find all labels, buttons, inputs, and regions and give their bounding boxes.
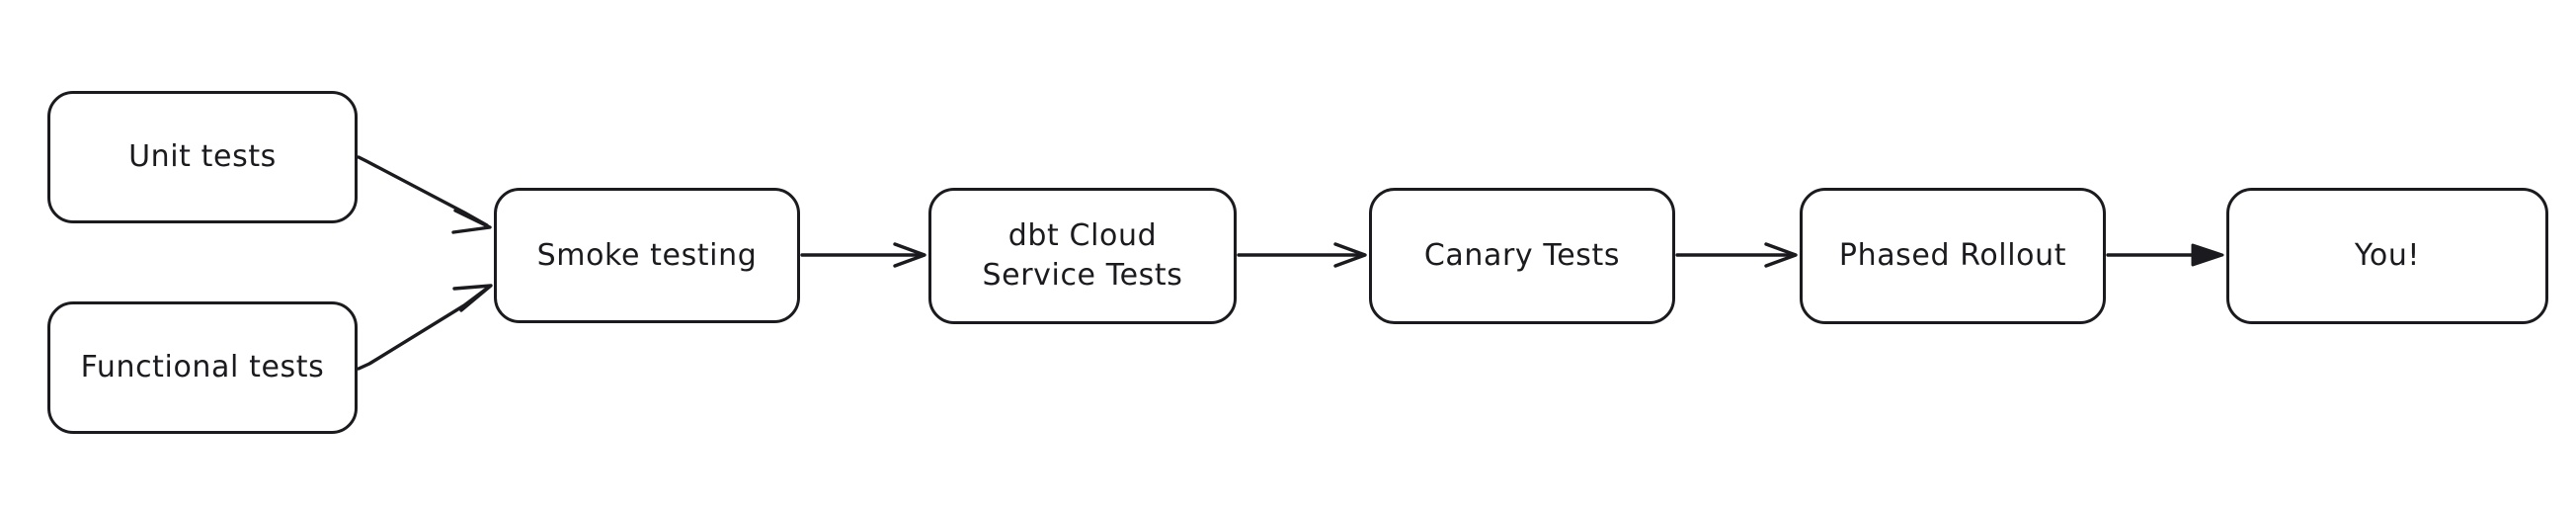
node-label-unit-tests: Unit tests <box>128 139 277 175</box>
node-phased-rollout[interactable]: Phased Rollout <box>1800 188 2106 324</box>
node-label-smoke-testing: Smoke testing <box>536 237 758 273</box>
node-label-dbt-cloud-service-tests: dbt Cloud Service Tests <box>982 218 1183 293</box>
node-you[interactable]: You! <box>2226 188 2548 324</box>
node-label-functional-tests: Functional tests <box>80 350 325 385</box>
node-canary-tests[interactable]: Canary Tests <box>1369 188 1675 324</box>
edge-smoke-to-dbt <box>800 242 926 268</box>
node-label-you: You! <box>2354 238 2421 274</box>
edge-unit-to-smoke <box>357 155 492 234</box>
node-label-phased-rollout: Phased Rollout <box>1838 238 2067 274</box>
node-smoke-testing[interactable]: Smoke testing <box>494 188 800 323</box>
node-label-canary-tests: Canary Tests <box>1423 238 1621 274</box>
edge-phased-to-you <box>2106 243 2224 267</box>
node-dbt-cloud-service-tests[interactable]: dbt Cloud Service Tests <box>928 188 1237 324</box>
edge-functional-to-smoke <box>357 284 493 371</box>
edge-canary-to-phased <box>1675 242 1798 268</box>
edge-dbt-to-canary <box>1237 242 1367 268</box>
node-functional-tests[interactable]: Functional tests <box>47 301 358 434</box>
node-unit-tests[interactable]: Unit tests <box>47 91 358 223</box>
